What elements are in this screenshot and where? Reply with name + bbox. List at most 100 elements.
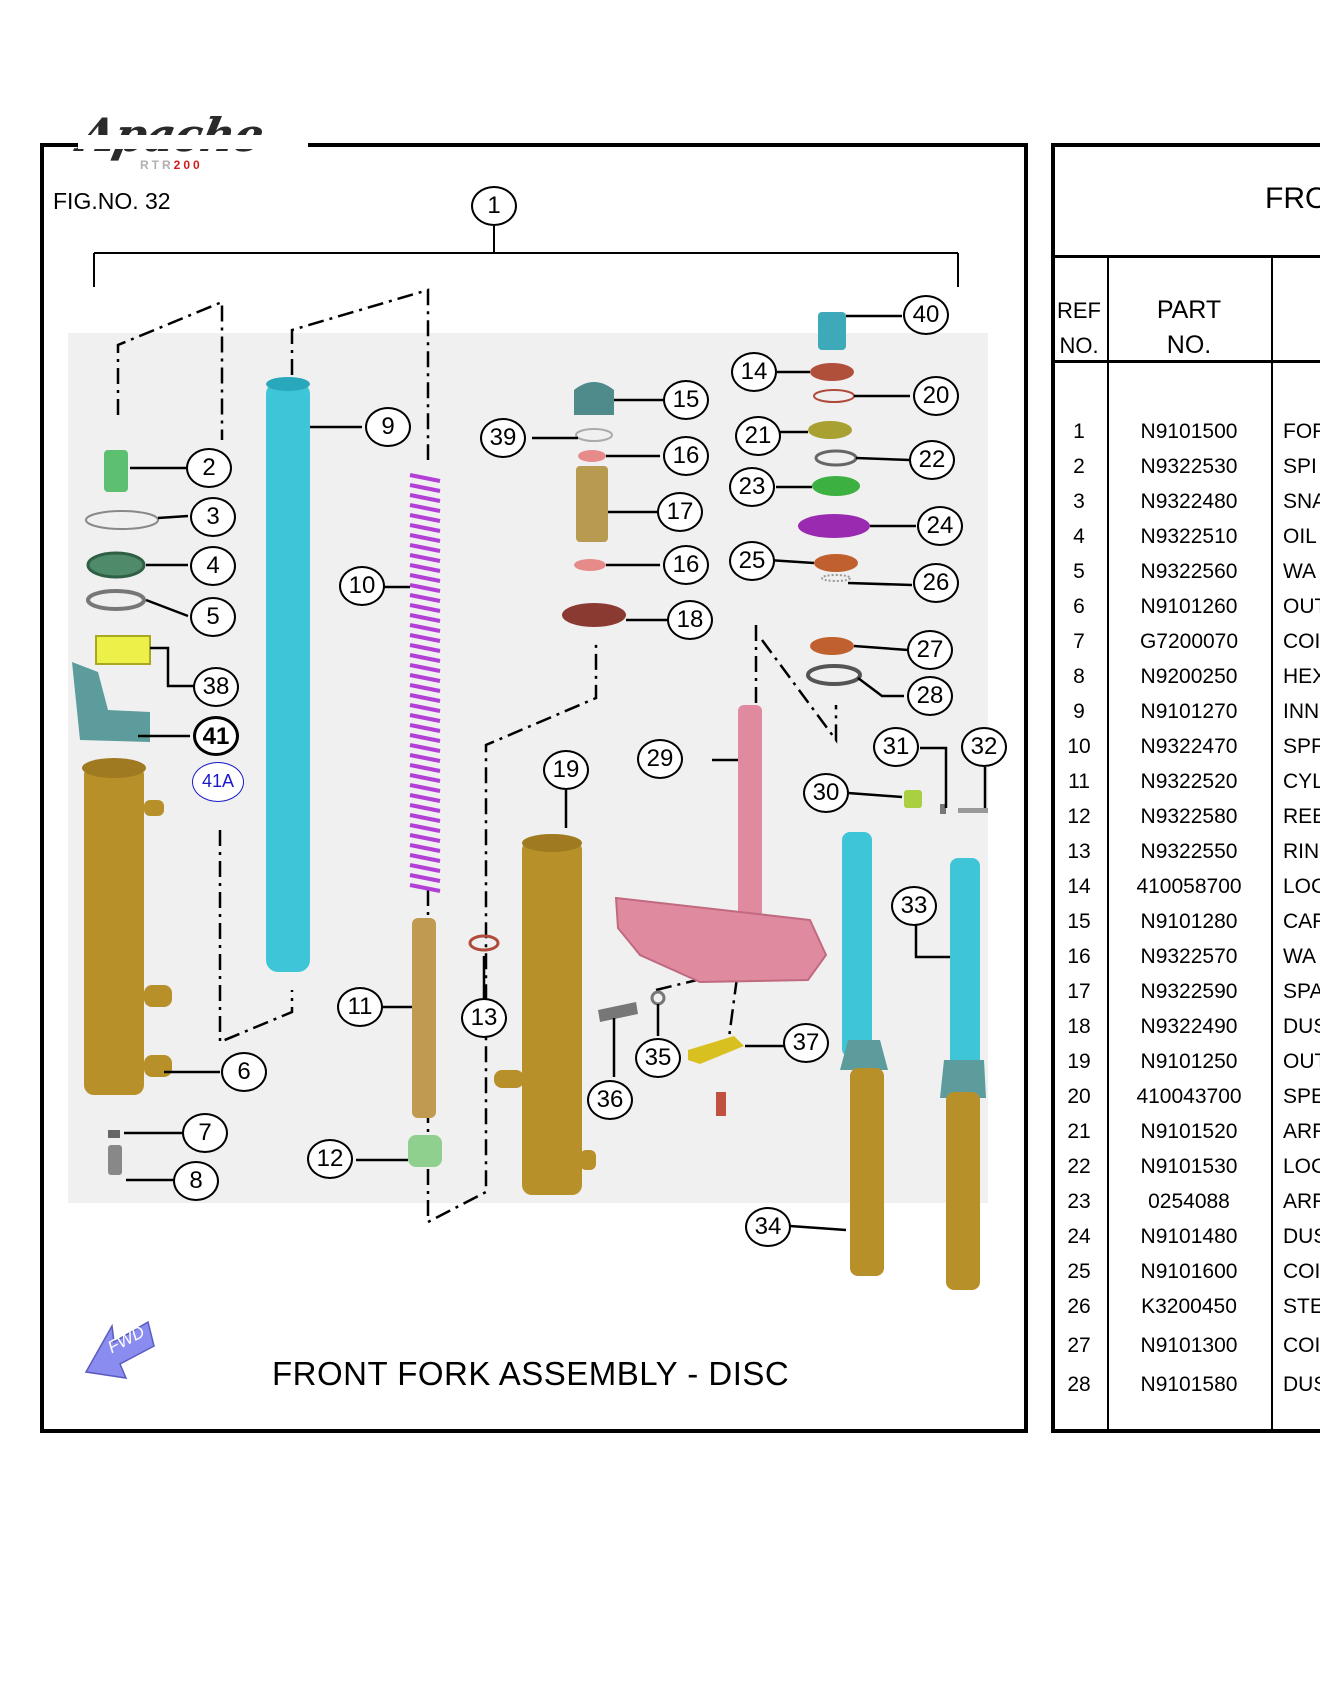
table-row: 6N9101260OUT <box>1051 595 1320 629</box>
callout-38: 38 <box>193 667 239 707</box>
row-part-no: N9101500 <box>1140 420 1238 443</box>
callout-2: 2 <box>186 448 232 488</box>
row-description: DUS <box>1283 1225 1320 1248</box>
part-6-shape <box>82 758 172 1095</box>
part-41-shape <box>72 662 150 742</box>
assembly-bracket <box>93 226 959 287</box>
row-description: INN <box>1283 700 1320 723</box>
table-row: 28N9101580DUS <box>1051 1373 1320 1407</box>
table-row: 24N9101480DUS <box>1051 1225 1320 1259</box>
row-ref: 23 <box>1067 1190 1091 1213</box>
figure-title: FRONT FORK ASSEMBLY - DISC <box>272 1355 790 1392</box>
row-ref: 3 <box>1073 490 1085 513</box>
row-part-no: N9200250 <box>1140 665 1238 688</box>
callout-1: 1 <box>471 186 517 226</box>
row-ref: 9 <box>1073 700 1085 723</box>
row-description: SPI <box>1283 455 1317 478</box>
table-title-divider <box>1051 255 1320 258</box>
part-37-bolt-shape <box>716 1092 726 1116</box>
row-ref: 21 <box>1067 1120 1091 1143</box>
part-28-shape <box>806 664 862 686</box>
part-33-34-shape <box>840 832 986 1290</box>
row-ref: 14 <box>1067 875 1091 898</box>
header-part-line1: PART <box>1156 296 1222 324</box>
row-description: ARF <box>1283 1120 1320 1143</box>
row-description: OUT <box>1283 595 1320 618</box>
row-part-no: N9322520 <box>1140 770 1238 793</box>
row-description: LOC <box>1283 1155 1320 1178</box>
part-5-shape <box>86 589 146 611</box>
row-ref: 16 <box>1067 945 1091 968</box>
part-2-shape <box>104 450 128 492</box>
row-part-no: N9101270 <box>1140 700 1238 723</box>
part-7-shape <box>108 1130 120 1138</box>
part-29-shape <box>614 705 828 984</box>
header-ref-line1: REF <box>1057 298 1101 323</box>
part-18-shape <box>562 603 626 627</box>
row-part-no: N9101280 <box>1140 910 1238 933</box>
row-part-no: G7200070 <box>1139 630 1239 653</box>
row-part-no: N9101480 <box>1140 1225 1238 1248</box>
row-ref: 1 <box>1073 420 1085 443</box>
row-part-no: N9101580 <box>1140 1373 1238 1396</box>
table-header-divider <box>1051 360 1320 363</box>
row-ref: 25 <box>1067 1260 1091 1283</box>
part-35-shape <box>650 990 666 1006</box>
row-ref: 13 <box>1067 840 1091 863</box>
row-ref: 15 <box>1067 910 1091 933</box>
callout-4: 4 <box>190 546 236 586</box>
part-8-shape <box>108 1145 122 1175</box>
row-ref: 2 <box>1073 455 1085 478</box>
header-part-line2: NO. <box>1166 331 1212 359</box>
logo-variant-b: 200 <box>173 158 203 172</box>
callout-40: 40 <box>903 295 949 335</box>
callout-22: 22 <box>909 440 955 480</box>
callout-12: 12 <box>307 1139 353 1179</box>
callout-35: 35 <box>635 1038 681 1078</box>
row-description: SPF <box>1283 735 1320 758</box>
part-38-shape <box>95 635 151 665</box>
part-40-shape <box>818 312 846 350</box>
header-ref-line2: NO. <box>1059 333 1099 358</box>
row-description: WA <box>1283 945 1317 968</box>
callout-26: 26 <box>913 563 959 603</box>
figure-number: FIG.NO. 32 <box>53 188 171 214</box>
callout-33: 33 <box>891 886 937 926</box>
row-part-no: N9322480 <box>1140 490 1238 513</box>
row-ref: 17 <box>1067 980 1091 1003</box>
row-part-no: N9101600 <box>1140 1260 1238 1283</box>
table-row: 2 N9322530 SPI <box>1051 455 1320 489</box>
callout-15: 15 <box>663 380 709 420</box>
row-part-no: N9322530 <box>1140 455 1238 478</box>
row-description: COI <box>1283 1334 1320 1357</box>
part-16-shape-a <box>578 450 606 462</box>
callout-5: 5 <box>190 597 236 637</box>
row-description: WA <box>1283 560 1317 583</box>
figure-panel <box>40 143 1028 1433</box>
callout-10: 10 <box>339 566 385 606</box>
callout-20: 20 <box>913 376 959 416</box>
logo-variant-a: RTR <box>140 158 174 172</box>
row-ref: 4 <box>1073 525 1085 548</box>
part-11-shape <box>412 918 436 1118</box>
part-3-shape <box>85 510 159 530</box>
row-description: RIN <box>1283 840 1320 863</box>
row-description: LOC <box>1283 875 1320 898</box>
row-ref: 5 <box>1073 560 1085 583</box>
callout-7: 7 <box>182 1113 228 1153</box>
row-part-no: N9322470 <box>1140 735 1238 758</box>
part-10-shape <box>409 473 441 893</box>
part-19-shape <box>494 834 596 1195</box>
part-15-shape <box>574 382 614 415</box>
part-17-shape <box>576 466 608 542</box>
part-31-shape <box>940 804 946 814</box>
part-22-shape <box>814 449 858 467</box>
